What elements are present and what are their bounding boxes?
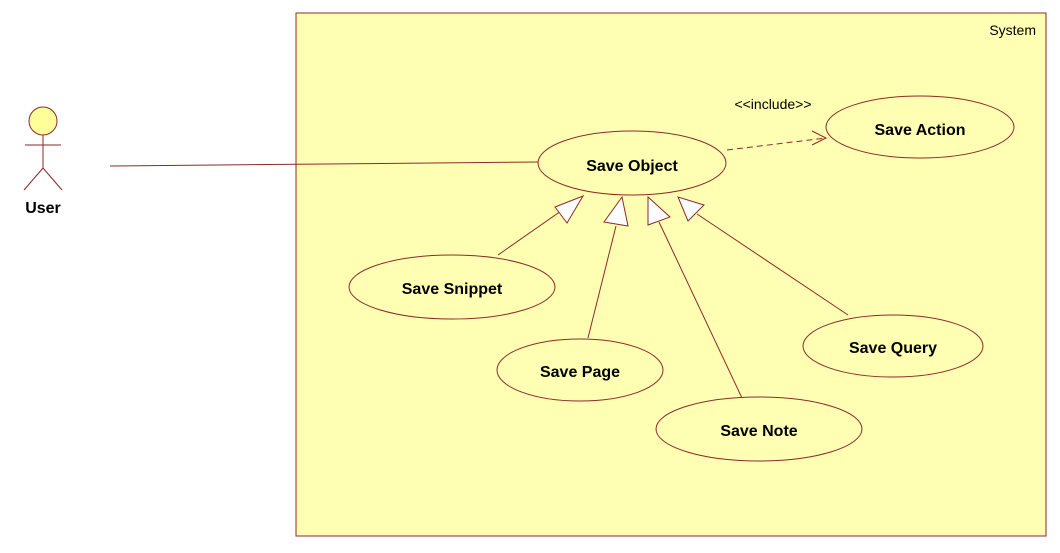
use-case-save-note-label: Save Note: [720, 423, 797, 440]
generalization-note: [658, 221, 743, 399]
generalization-page: [587, 225, 617, 339]
generalization-arrow-page: [603, 195, 629, 227]
use-case-save-query[interactable]: Save Query: [802, 314, 984, 378]
use-case-save-action-label: Save Action: [875, 122, 966, 139]
generalization-arrow-query: [677, 196, 705, 222]
include-dependency: [726, 137, 827, 151]
association-user-save-object: [109, 161, 539, 167]
use-case-save-object[interactable]: Save Object: [537, 130, 727, 196]
actor-label: User: [25, 200, 61, 217]
use-case-save-page-label: Save Page: [540, 364, 620, 381]
use-case-save-action[interactable]: Save Action: [825, 95, 1015, 159]
use-case-save-snippet-label: Save Snippet: [402, 281, 503, 298]
actor-head: [28, 106, 58, 136]
actor-left-leg: [23, 167, 44, 191]
generalization-query: [696, 213, 849, 316]
use-case-save-object-label: Save Object: [586, 158, 678, 175]
include-arrowhead: [811, 130, 828, 146]
use-case-save-page[interactable]: Save Page: [496, 338, 664, 402]
include-label: <<include>>: [734, 96, 811, 112]
use-case-save-snippet[interactable]: Save Snippet: [348, 254, 556, 320]
use-case-save-query-label: Save Query: [849, 340, 937, 357]
generalization-arrow-note: [647, 195, 671, 226]
actor-right-leg: [42, 167, 63, 191]
system-label: System: [989, 22, 1036, 38]
use-case-save-note[interactable]: Save Note: [655, 396, 863, 462]
generalization-arrow-snippet: [554, 195, 585, 224]
actor-user[interactable]: User: [23, 106, 63, 217]
